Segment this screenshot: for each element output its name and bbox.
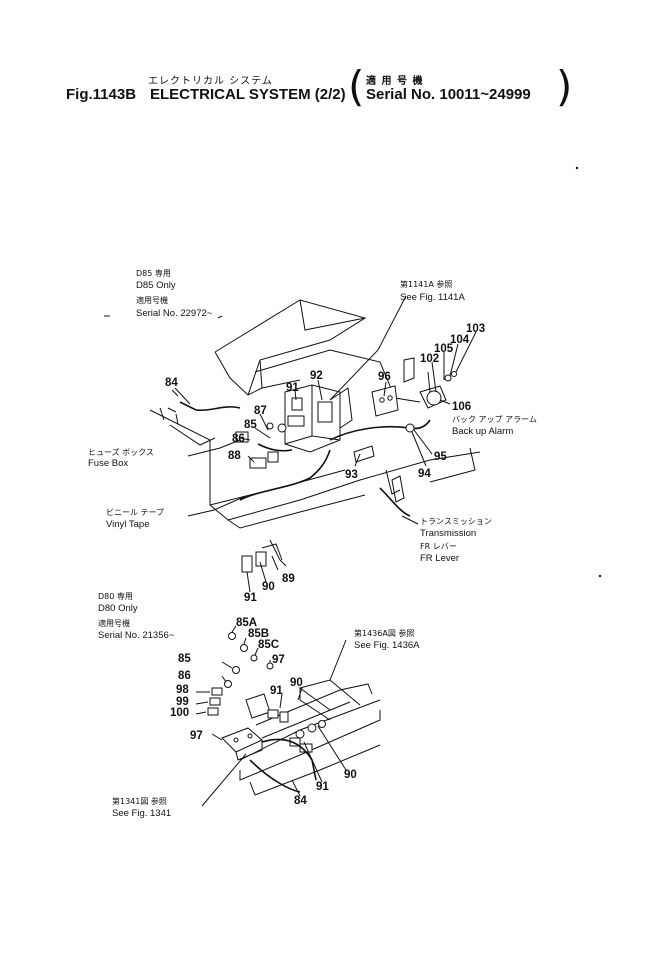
part-90-lower-b: 90 — [344, 769, 357, 781]
part-91-lower-a: 91 — [270, 685, 283, 697]
part-94: 94 — [418, 468, 431, 480]
upper-assembly-linework — [149, 299, 481, 573]
part-91-upper-b: 91 — [244, 592, 257, 604]
transmission-label: Transmission — [420, 528, 476, 539]
part-96: 96 — [378, 371, 391, 383]
part-86: 86 — [232, 433, 245, 445]
lower-assembly-linework — [207, 632, 381, 796]
backup-alarm-label-jp: バック アップ アラーム — [452, 415, 537, 424]
title-japanese: エレクトリカル システム — [148, 76, 273, 87]
part-85-lower: 85 — [178, 653, 191, 665]
transmission-label-jp: トランスミッション — [420, 517, 492, 526]
part-86-lower: 86 — [178, 670, 191, 682]
d85-only-label-jp: D85 専用 — [136, 268, 171, 278]
ref-fig-1341-jp: 第1341図 参照 — [112, 796, 167, 806]
left-parenthesis: ( — [348, 62, 365, 111]
ref-fig-1436a: See Fig. 1436A — [354, 640, 420, 651]
ref-fig-1436a-jp: 第1436A図 参照 — [354, 628, 414, 638]
part-84-lower: 84 — [294, 795, 307, 807]
fr-lever-label-jp: FR レバー — [420, 542, 457, 551]
d80-only-label: D80 Only — [98, 603, 138, 614]
part-105: 105 — [434, 343, 454, 355]
part-85a: 85A — [236, 617, 257, 629]
part-85: 85 — [244, 419, 257, 431]
figure-number: Fig.1143B — [66, 86, 137, 103]
part-90-lower-a: 90 — [290, 677, 303, 689]
d80-serial-label: Serial No. 21356~ — [98, 630, 175, 641]
part-99: 99 — [176, 696, 189, 708]
part-92: 92 — [310, 370, 323, 382]
part-98: 98 — [176, 684, 189, 696]
part-93: 93 — [345, 469, 358, 481]
d80-serial-label-jp: 適用号機 — [98, 618, 130, 628]
figure-title: ELECTRICAL SYSTEM (2/2) — [150, 86, 346, 103]
lower-leader-lines — [195, 625, 347, 807]
part-91-lower-b: 91 — [316, 781, 329, 793]
d80-only-label-jp: D80 専用 — [98, 591, 133, 601]
stray-dot — [575, 166, 579, 170]
fr-lever-label: FR Lever — [420, 553, 459, 564]
part-88: 88 — [228, 450, 241, 462]
d85-serial-label-jp: 適用号機 — [136, 295, 168, 305]
part-85c: 85C — [258, 639, 279, 651]
part-102: 102 — [420, 353, 439, 365]
part-89: 89 — [282, 573, 295, 585]
part-87: 87 — [254, 405, 267, 417]
part-84-upper: 84 — [165, 377, 178, 389]
vinyl-tape-label-jp: ビニール テープ — [106, 508, 164, 517]
part-91-upper: 91 — [286, 382, 299, 394]
part-104: 104 — [450, 334, 470, 346]
vinyl-tape-label: Vinyl Tape — [106, 519, 150, 530]
upper-leader-lines — [104, 295, 477, 593]
backup-alarm-label: Back up Alarm — [452, 426, 513, 437]
part-100: 100 — [170, 707, 189, 719]
ref-fig-1141a-jp: 第1141A 参照 — [400, 279, 452, 289]
part-95: 95 — [434, 451, 447, 463]
fuse-box-label-jp: ヒューズ ボックス — [88, 447, 154, 457]
stray-dot — [598, 574, 602, 578]
right-parenthesis: ) — [556, 62, 573, 111]
fuse-box-label: Fuse Box — [88, 458, 128, 469]
serial-label-japanese: 適 用 号 機 — [366, 76, 424, 87]
d85-serial-label: Serial No. 22972~ — [136, 308, 213, 319]
d85-only-label: D85 Only — [136, 280, 176, 291]
serial-range: Serial No. 10011~24999 — [366, 86, 531, 103]
part-103: 103 — [466, 323, 485, 335]
part-90-upper: 90 — [262, 581, 275, 593]
ref-fig-1141a: See Fig. 1141A — [400, 292, 465, 303]
part-85b: 85B — [248, 628, 269, 640]
part-97-lower: 97 — [190, 730, 203, 742]
ref-fig-1341: See Fig. 1341 — [112, 808, 171, 819]
part-97-upper: 97 — [272, 654, 285, 666]
part-106: 106 — [452, 401, 471, 413]
